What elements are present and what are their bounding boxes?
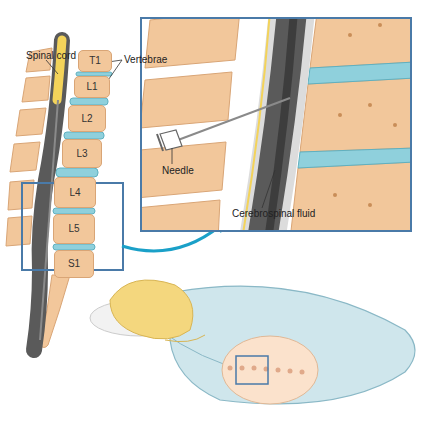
part-label: Cerebrospinal fluid [232,208,315,219]
vertebral-body [300,78,411,152]
disc [56,168,98,177]
dura [242,18,270,231]
spine-dot [300,370,305,375]
bone-dot [368,203,372,207]
bone-dot [333,193,337,197]
leader-line [172,148,173,164]
disc [64,132,104,139]
leader-line [46,60,58,74]
process [6,216,32,246]
vertebra-label: L2 [81,114,92,124]
process [16,108,46,136]
vertebra-body: L2 [68,105,106,132]
vertebra-body: L1 [74,76,110,98]
vertebra-body: L4 [54,177,96,208]
vertebra-body: T1 [78,50,112,72]
bone-dot [393,123,397,127]
disc [308,62,411,84]
vertebra-label: L4 [69,188,80,198]
vertebra-body: L3 [62,139,102,168]
leader-line [262,170,275,208]
part-label: Spinal cord [26,50,76,61]
spine-dot [288,369,293,374]
process [10,142,40,172]
bone-dot [338,113,342,117]
vertebra-body: S1 [54,250,94,278]
spine-dot [240,366,245,371]
disc [70,98,108,105]
spine-dot [228,366,233,371]
needle-shaft [178,98,290,140]
spine-dot [252,366,257,371]
vertebra-label: L1 [86,82,97,92]
hair-strand [165,335,205,342]
vertebral-body [310,18,411,68]
gown [170,286,415,404]
vertebral-body [290,162,411,231]
part-label: Needle [162,165,194,176]
process [141,200,220,231]
patient [90,280,415,404]
zoom-frame [141,18,411,231]
bone-dot [378,23,382,27]
process [141,142,226,198]
vertebra-label: L3 [76,149,87,159]
bone-dot [368,103,372,107]
nerve-roots [268,18,294,231]
part-label: Vertebrae [124,54,167,65]
vertebra-body: L5 [53,214,95,244]
disc [298,148,411,168]
vertebra-label: T1 [89,56,101,66]
process [22,76,50,102]
hair [110,280,193,339]
site-box [236,356,268,384]
spinal-cord [57,40,62,100]
process [141,72,232,128]
vertebra-label: S1 [68,259,80,269]
back-skin [222,336,318,404]
bone-dot [348,33,352,37]
needle-hub [160,130,182,150]
needle-cap [157,134,163,151]
zoom-content [141,18,411,231]
vertebra-label: L5 [68,224,79,234]
spine-dot [276,368,281,373]
